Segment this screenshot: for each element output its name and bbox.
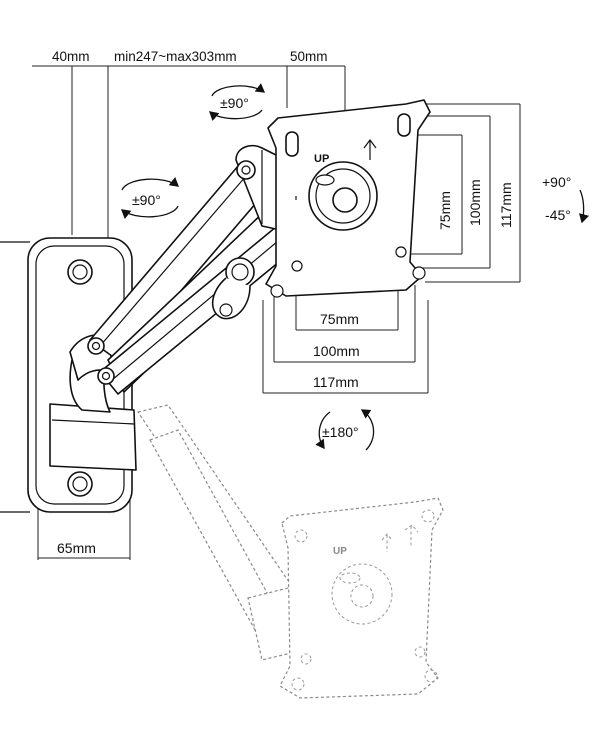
dim-v-75mm: 75mm	[437, 191, 453, 230]
rot-tilt-up-label: +90°	[542, 174, 571, 190]
rot-tilt-label: ±90°	[220, 95, 249, 111]
dim-top-50mm: 50mm	[290, 49, 328, 64]
ghost-up-label: UP	[333, 546, 347, 557]
rot-rotate-label: ±180°	[322, 424, 359, 440]
dim-v-100mm: 100mm	[467, 179, 483, 226]
dim-h-75mm: 75mm	[320, 311, 359, 327]
rot-swivel-label: ±90°	[132, 192, 161, 208]
dim-top-40mm: 40mm	[52, 49, 90, 64]
vertical-dimension-lines	[405, 103, 521, 283]
swivel-rotation-icon	[120, 177, 180, 219]
ghost-vesa-plate	[279, 497, 444, 699]
side-tilt-rotation-icon	[578, 189, 590, 224]
plate-up-arrow-icon	[363, 139, 377, 160]
plate-up-label: UP	[314, 153, 329, 165]
dim-h-100mm: 100mm	[313, 343, 360, 359]
vesa-plate	[265, 99, 431, 298]
ghost-up-arrow-icon	[381, 533, 393, 552]
dim-bottom-65mm: 65mm	[57, 540, 96, 556]
dim-v-117mm: 117mm	[498, 182, 514, 228]
rot-tilt-down-label: -45°	[545, 207, 571, 223]
rotate-rotation-icon	[315, 409, 375, 451]
tilt-rotation-icon	[209, 83, 266, 122]
horizontal-dimension-lines	[262, 270, 429, 394]
arm-tension-knob	[211, 257, 255, 320]
dim-top-range: min247~max303mm	[114, 49, 237, 64]
dim-h-117mm: 117mm	[313, 374, 359, 390]
